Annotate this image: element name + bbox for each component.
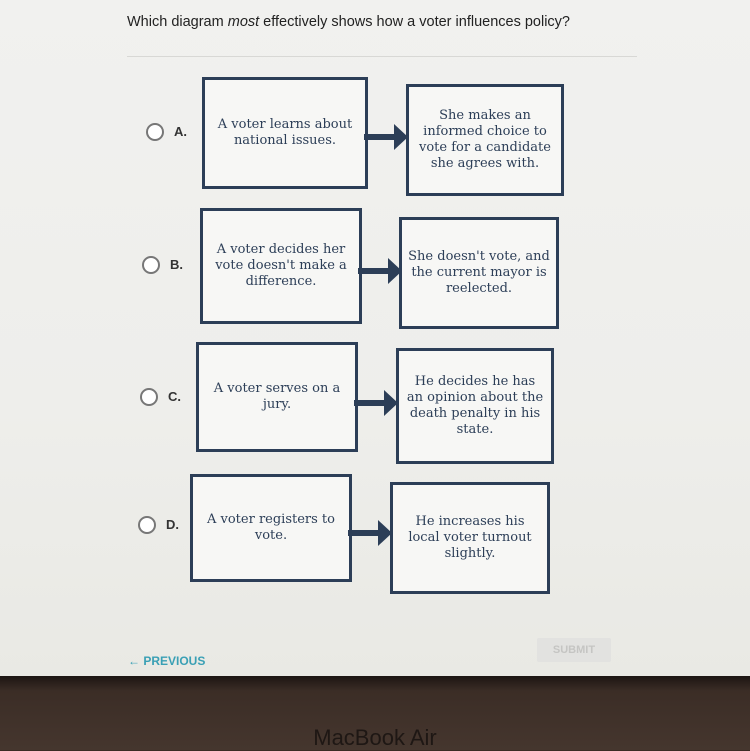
effect-box-d: He increases his local voter turnout sli… <box>390 482 550 594</box>
arrow-icon <box>364 124 408 150</box>
submit-button[interactable]: SUBMIT <box>537 638 611 662</box>
device-brand-label: MacBook Air <box>313 725 437 750</box>
divider <box>127 56 637 57</box>
effect-box-c: He decides he has an opinion about the d… <box>396 348 554 464</box>
cause-box-b: A voter decides her vote doesn't make a … <box>200 208 362 324</box>
quiz-screen: Which diagram most effectively shows how… <box>0 0 750 680</box>
radio-a[interactable] <box>146 123 164 141</box>
option-letter: A. <box>174 124 187 139</box>
effect-box-b: She doesn't vote, and the current mayor … <box>399 217 559 329</box>
option-letter: B. <box>170 257 183 272</box>
arrow-icon <box>354 390 398 416</box>
cause-box-a: A voter learns about national issues. <box>202 77 368 189</box>
radio-d[interactable] <box>138 516 156 534</box>
cause-box-d: A voter registers to vote. <box>190 474 352 582</box>
question-text: Which diagram most effectively shows how… <box>127 14 570 30</box>
arrow-icon <box>348 520 392 546</box>
radio-c[interactable] <box>140 388 158 406</box>
radio-b[interactable] <box>142 256 160 274</box>
arrow-icon <box>358 258 402 284</box>
option-letter: C. <box>168 389 181 404</box>
effect-box-a: She makes an informed choice to vote for… <box>406 84 564 196</box>
cause-box-c: A voter serves on a jury. <box>196 342 358 452</box>
laptop-bezel <box>0 676 750 750</box>
option-letter: D. <box>166 517 179 532</box>
previous-button[interactable]: ← PREVIOUS <box>128 654 206 668</box>
